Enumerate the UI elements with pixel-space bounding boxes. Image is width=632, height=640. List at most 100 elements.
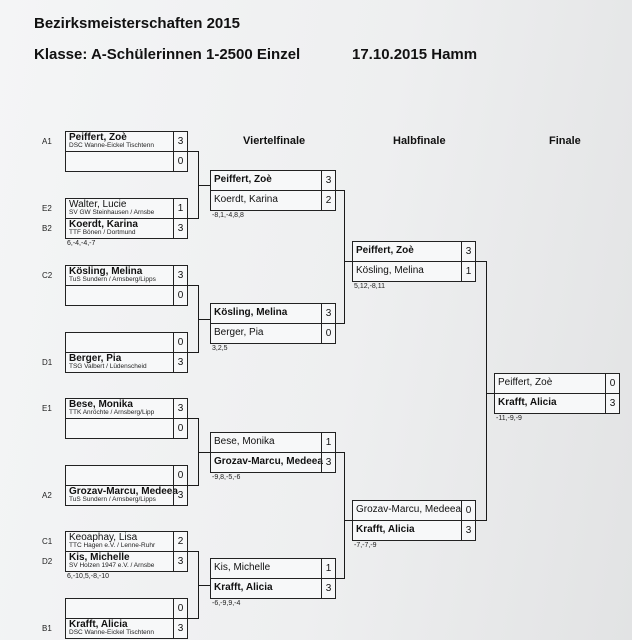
first-round-slot-2: 0: [66, 419, 187, 439]
first-round-player-name: Bese, Monika: [69, 399, 133, 410]
first-round-club-name: TTC Hagen e.V. / Lenne-Ruhr: [69, 542, 156, 549]
first-round-club-name: TSG Valbert / Lüdenscheid: [69, 363, 147, 370]
connector-line: [344, 261, 352, 262]
match-result: -7,-7,-9: [354, 542, 377, 549]
first-round-slot-1: 0: [66, 333, 187, 353]
first-round-club-name: SV GW Steinhausen / Arnsbe: [69, 209, 155, 216]
connector-line: [188, 285, 198, 286]
class-title: Klasse: A-Schülerinnen 1-2500 Einzel: [34, 46, 301, 63]
first-round-score: 3: [173, 486, 187, 506]
connector-line: [486, 261, 487, 521]
first-round-club-name: DSC Wanne-Eickel Tischtenn: [69, 629, 155, 636]
connector-line: [188, 551, 198, 552]
quarterfinal-match-player-name: Krafft, Alicia: [214, 582, 273, 593]
connector-line: [476, 520, 486, 521]
first-round-player-name: Berger, Pia: [69, 353, 122, 364]
first-round-score: 3: [173, 219, 187, 239]
connector-line: [344, 452, 345, 579]
first-round-slot-1: 0: [66, 599, 187, 619]
first-round-score: 0: [173, 333, 187, 352]
first-round-score: 3: [173, 353, 187, 373]
first-round-player-name: Krafft, Alicia: [69, 619, 128, 630]
first-round-score: 3: [173, 132, 187, 151]
first-round-slot-1: 0: [66, 466, 187, 486]
quarterfinal-match-score: 1: [321, 559, 335, 578]
match-result: -6,-9,9,-4: [212, 600, 241, 607]
first-round-player-name: Grozav-Marcu, Medeea: [69, 486, 178, 497]
quarterfinal-match-score: 3: [321, 171, 335, 190]
quarterfinal-match-score: 3: [321, 579, 335, 599]
first-round-score: 1: [173, 199, 187, 218]
first-round-player-name: Kösling, Melina: [69, 266, 143, 277]
quarterfinal-match-player-name: Koerdt, Karina: [214, 194, 278, 205]
connector-line: [476, 261, 486, 262]
connector-line: [198, 452, 210, 453]
first-round-slot-2: 0: [66, 286, 187, 306]
connector-line: [188, 485, 198, 486]
first-round-player-name: Kis, Michelle: [69, 552, 130, 563]
quarterfinal-match-slot-1: Bese, Monika 1: [211, 433, 335, 453]
match-result: -8,1,-4,8,8: [212, 212, 244, 219]
seed-label: A2: [42, 491, 52, 500]
connector-line: [336, 323, 344, 324]
first-round-club-name: TTF Bönen / Dortmund: [69, 229, 136, 236]
semifinal-match-score: 3: [461, 521, 475, 541]
seed-label: B2: [42, 224, 52, 233]
connector-line: [198, 585, 210, 586]
final-match-player-name: Peiffert, Zoè: [498, 377, 553, 388]
match-result: 3,2,5: [212, 345, 228, 352]
connector-line: [336, 452, 344, 453]
first-round-score: 0: [173, 466, 187, 485]
tournament-title: Bezirksmeisterschaften 2015: [34, 15, 240, 32]
connector-line: [344, 190, 345, 324]
seed-label: A1: [42, 137, 52, 146]
quarterfinal-match-player-name: Bese, Monika: [214, 436, 275, 447]
semifinal-match-player-name: Kösling, Melina: [356, 265, 424, 276]
quarterfinal-match-slot-2: Koerdt, Karina 2: [211, 191, 335, 211]
connector-line: [198, 185, 210, 186]
connector-line: [188, 352, 198, 353]
quarterfinal-match-score: 3: [321, 453, 335, 473]
connector-line: [188, 618, 198, 619]
first-round-score: 3: [173, 399, 187, 418]
first-round-club-name: TuS Sundern / Arnsberg/Lipps: [69, 276, 156, 283]
match-result: 6,-4,-4,-7: [67, 240, 96, 247]
first-round-club-name: DSC Wanne-Eickel Tischtenn: [69, 142, 155, 149]
quarterfinal-match-score: 1: [321, 433, 335, 452]
seed-label: C1: [42, 537, 53, 546]
first-round-score: 0: [173, 419, 187, 439]
first-round-club-name: TTK Anröchte / Arnsberg/Lipp: [69, 409, 155, 416]
connector-line: [188, 218, 198, 219]
first-round-score: 0: [173, 599, 187, 618]
seed-label: C2: [42, 271, 53, 280]
seed-label: D2: [42, 557, 53, 566]
seed-label: E1: [42, 404, 52, 413]
quarterfinal-match-score: 2: [321, 191, 335, 211]
first-round-score: 3: [173, 619, 187, 639]
semifinal-match-score: 1: [461, 262, 475, 282]
quarterfinal-match-player-name: Grozav-Marcu, Medeea: [214, 456, 323, 467]
